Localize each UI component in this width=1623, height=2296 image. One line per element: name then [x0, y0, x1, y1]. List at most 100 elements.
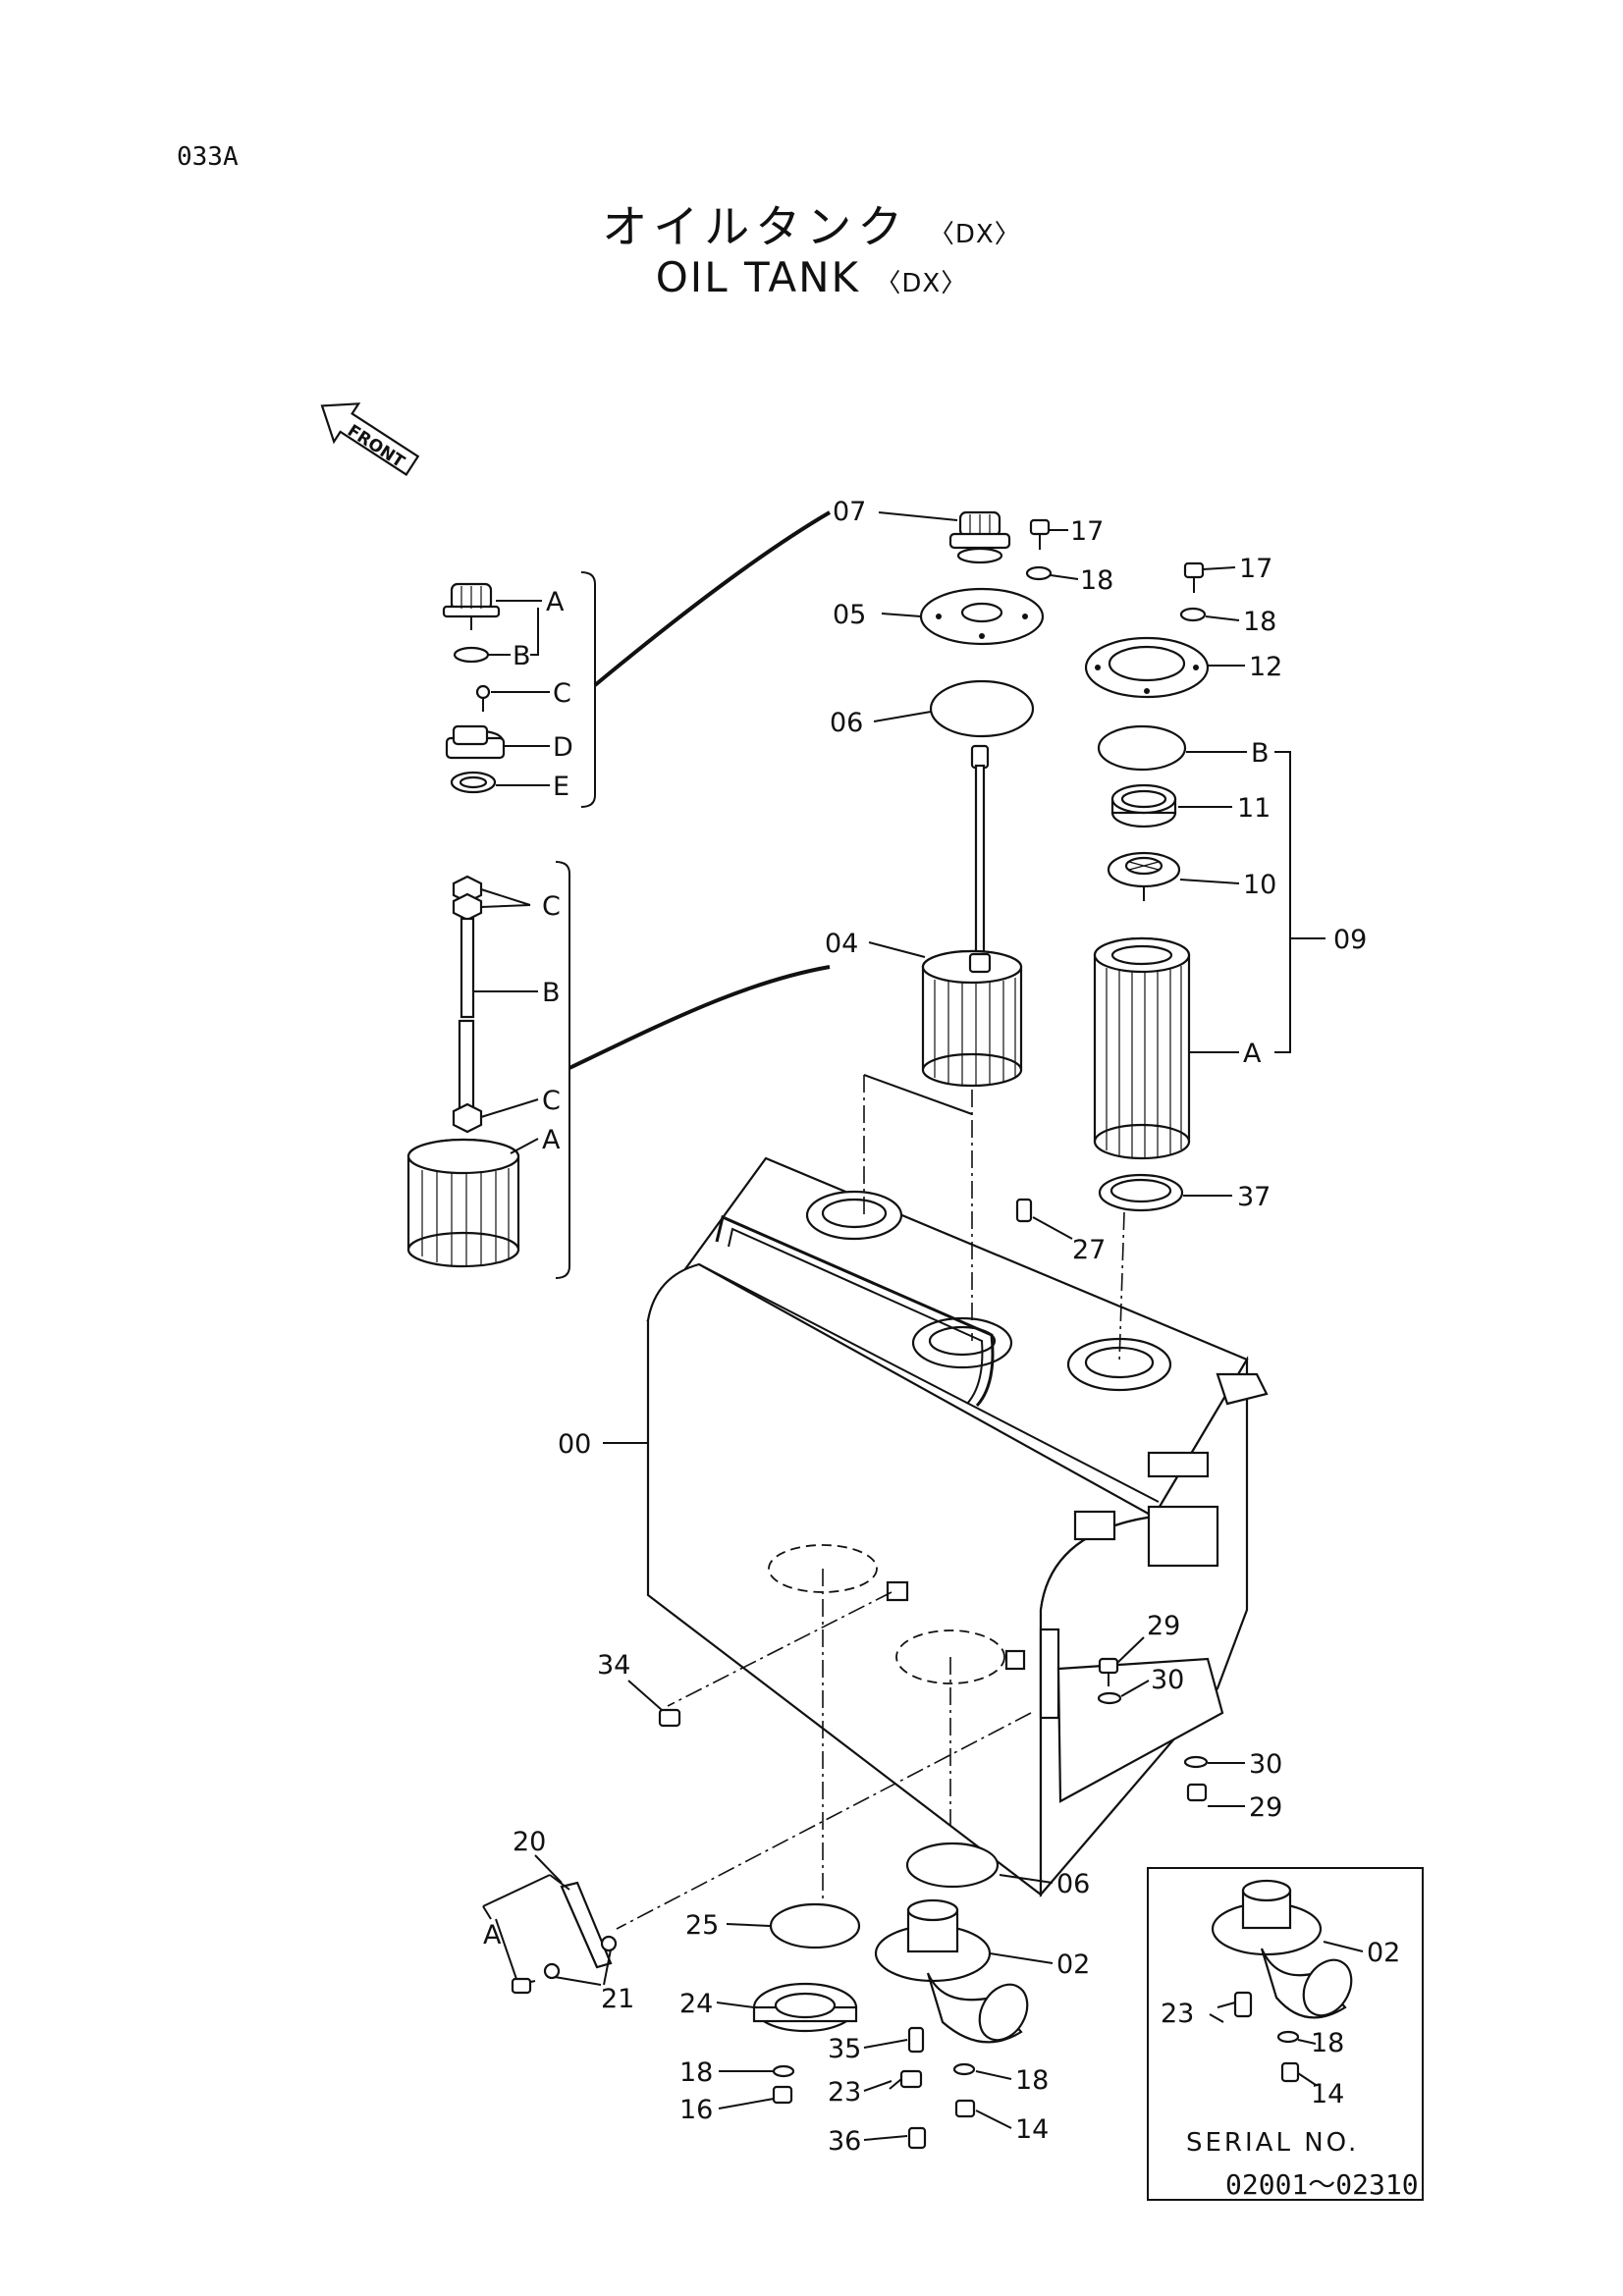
- detail-04-label-b: B: [542, 978, 561, 1008]
- callout-29a: 29: [1147, 1611, 1180, 1641]
- callout-25: 25: [685, 1910, 719, 1941]
- callout-18a: 18: [1080, 565, 1113, 596]
- filter-element-icon: [1093, 936, 1191, 1160]
- callout-36: 36: [828, 2126, 861, 2157]
- bracket-20-group: 20 A 21: [482, 1827, 634, 2014]
- bolt-17-icon: [1029, 518, 1051, 536]
- detail-07-leader: [593, 510, 832, 687]
- callout-02b: 02: [1367, 1938, 1400, 1968]
- retainer-ring-icon: [1110, 783, 1177, 828]
- bolt-14a-icon: [954, 2099, 976, 2118]
- callout-06b: 06: [1056, 1869, 1090, 1899]
- callout-17a: 17: [1070, 516, 1104, 547]
- detail-07-label-e: E: [553, 772, 569, 802]
- detail-04-label-c2: C: [542, 1086, 561, 1116]
- sensor-boss-icon: [1004, 1649, 1026, 1671]
- suction-pipe-02-group: 02 35 23 36 18 14: [828, 1898, 1090, 2157]
- seal-b-icon: [1097, 724, 1187, 772]
- group-09-bracket: [1274, 751, 1291, 1053]
- title-english: OIL TANK 〈DX〉: [0, 253, 1623, 301]
- rod-icon: [460, 917, 475, 1019]
- callout-00: 00: [558, 1429, 591, 1460]
- serial-range: 02001～02310: [1225, 2168, 1419, 2201]
- title-jp-suffix: 〈DX〉: [928, 220, 1021, 249]
- detail-04-leader: [568, 965, 831, 1070]
- breather-27-icon: [1015, 1198, 1033, 1223]
- side-flange-left: [1039, 1628, 1060, 1720]
- title-jp-text: オイルタンク: [602, 200, 909, 253]
- callout-10: 10: [1243, 870, 1276, 900]
- screw-icon: [475, 684, 491, 700]
- callout-34: 34: [597, 1650, 630, 1681]
- callout-11: 11: [1237, 793, 1271, 824]
- nut-icon: [452, 875, 483, 904]
- side-bracket-2: [1073, 1510, 1116, 1541]
- cock-23-icon: [899, 2069, 923, 2089]
- washer-30b-icon: [1183, 1755, 1209, 1769]
- nut-icon-2: [452, 892, 483, 922]
- corner-tab: [1216, 1372, 1269, 1406]
- right-column-parts: 17 18 12 B 11: [1084, 554, 1367, 1212]
- callout-07: 07: [833, 497, 866, 527]
- callout-16: 16: [679, 2095, 713, 2125]
- cap-knob-icon: [442, 582, 501, 630]
- washer-21b-icon: [600, 1935, 618, 1952]
- detail-04-label-a: A: [542, 1125, 561, 1155]
- callout-05: 05: [833, 600, 866, 630]
- serial-inset-contents: 02 23 18 14: [1161, 1879, 1400, 2109]
- mount-fasteners: 29 30 30 29: [1097, 1611, 1282, 1823]
- callout-04: 04: [825, 929, 858, 959]
- callout-18c: 18: [679, 2057, 713, 2088]
- bottom-port-hidden-2: [895, 1629, 1005, 1684]
- callout-23a: 23: [828, 2077, 861, 2108]
- callout-29b: 29: [1249, 1792, 1282, 1823]
- callout-09: 09: [1333, 925, 1367, 955]
- detail-04-bracket: [555, 861, 570, 1279]
- rod-top-icon: [970, 744, 990, 770]
- bolt-29b-icon: [1186, 1783, 1208, 1802]
- bolt-20a-icon: [511, 1977, 532, 1995]
- gasket-25-icon: [769, 1902, 861, 1949]
- washer-21a-icon: [543, 1962, 561, 1980]
- tank-handle: [715, 1214, 995, 1408]
- o-ring-icon: [453, 646, 490, 664]
- inset-bolt-icon: [1280, 2061, 1300, 2083]
- callout-18b: 18: [1243, 607, 1276, 637]
- detail-07-group: A B C D E: [442, 510, 832, 808]
- front-arrow-icon: FRONT: [320, 402, 420, 476]
- side-bracket-1: [1147, 1451, 1210, 1478]
- bracket-20-icon: [560, 1881, 613, 1969]
- plug-34-group: 34: [597, 1650, 681, 1728]
- inset-cock-icon: [1233, 1991, 1253, 2018]
- serial-inset-box: [1147, 1867, 1424, 2201]
- page-code: 033A: [177, 142, 239, 172]
- callout-06a: 06: [830, 708, 863, 738]
- washer-30a-icon: [1097, 1691, 1122, 1705]
- washer-18c-icon: [772, 2064, 795, 2078]
- breather-cap-icon: [948, 510, 1011, 564]
- callout-30a: 30: [1151, 1665, 1184, 1695]
- bolt-16-icon: [772, 2085, 793, 2105]
- callout-14a: 14: [1015, 2114, 1049, 2145]
- gasket-06b-icon: [905, 1842, 1000, 1889]
- gasket-icon: [929, 679, 1035, 738]
- callout-20: 20: [513, 1827, 546, 1857]
- callout-21: 21: [601, 1984, 634, 2014]
- flange-cover-icon: [1084, 636, 1210, 699]
- collar-icon: [445, 724, 506, 760]
- detail-04-label-c1: C: [542, 891, 561, 922]
- plug-36-icon: [907, 2126, 927, 2150]
- callout-09-b: B: [1251, 738, 1270, 769]
- callout-30b: 30: [1249, 1749, 1282, 1780]
- cover-plate-icon: [919, 587, 1045, 646]
- title-en-suffix: 〈DX〉: [875, 269, 968, 298]
- callout-18e: 18: [1311, 2028, 1344, 2058]
- fitting-35-icon: [907, 2026, 925, 2054]
- nut-icon-3: [452, 1102, 483, 1134]
- washer-18-icon: [1025, 565, 1053, 581]
- washer-18b-icon: [1179, 607, 1207, 622]
- bolt-29a-icon: [1098, 1657, 1119, 1675]
- title-japanese: オイルタンク 〈DX〉: [0, 191, 1623, 256]
- side-mount-plate: [1147, 1505, 1219, 1568]
